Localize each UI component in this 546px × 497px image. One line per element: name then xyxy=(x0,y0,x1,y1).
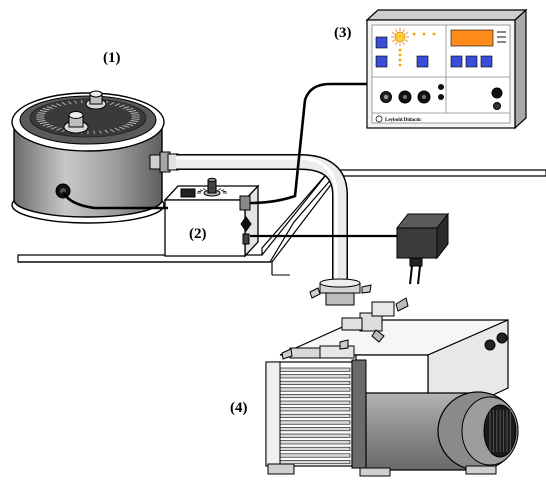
kf-clamp-upper xyxy=(310,279,371,305)
sensor-box xyxy=(165,178,258,256)
power-adapter xyxy=(397,214,448,284)
controller-unit: Leybold Didactic xyxy=(367,10,526,128)
controller-button-left-bottom xyxy=(376,56,387,67)
pump-cooling-fins xyxy=(266,362,352,466)
vacuum-pump xyxy=(266,298,518,476)
controller-button-right-2 xyxy=(466,56,477,67)
controller-button-mid xyxy=(417,56,428,67)
controller-button-right-3 xyxy=(481,56,492,67)
label-part-1: (1) xyxy=(103,50,121,66)
label-part-4: (4) xyxy=(230,400,248,416)
controller-button-left-top xyxy=(376,37,387,48)
label-part-3: (3) xyxy=(334,25,352,41)
display-side-marks xyxy=(497,31,506,43)
label-part-2: (2) xyxy=(189,226,207,242)
vacuum-chamber xyxy=(12,91,164,223)
controller-display xyxy=(451,30,493,46)
chamber-outlet-fitting xyxy=(150,152,178,172)
controller-brand: Leybold Didactic xyxy=(385,118,422,123)
controller-button-right-1 xyxy=(451,56,462,67)
